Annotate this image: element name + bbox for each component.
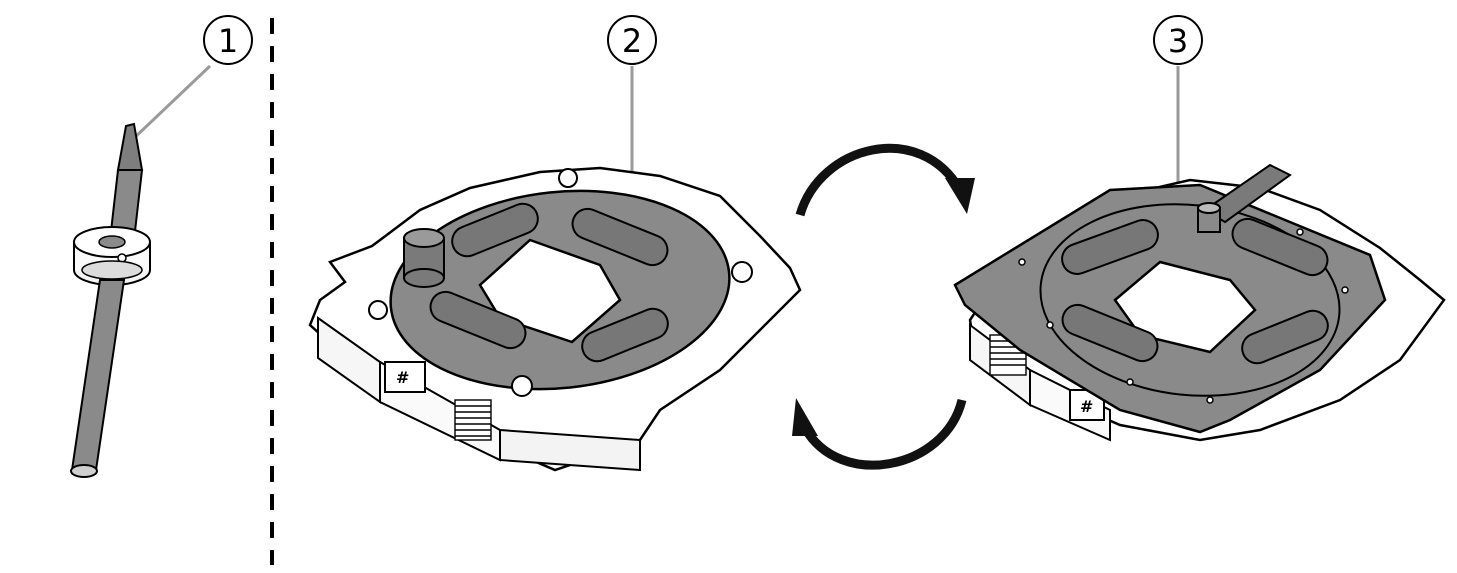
square-window-right [1113, 260, 1257, 354]
square-window-left [478, 238, 622, 344]
label-box-left [384, 361, 426, 393]
slots-right [1061, 217, 1329, 365]
tool-shaft-end [70, 464, 98, 478]
plate-holes-right [1018, 228, 1349, 404]
holder-mark-left: # [396, 368, 409, 387]
holder-adapter-left: 2 # [308, 15, 802, 472]
tool-figure: 1 [70, 15, 253, 478]
tool-collar-hole [98, 235, 126, 249]
tool-tip [116, 122, 144, 171]
callout-number-1: 1 [218, 22, 238, 60]
holder-adapter-right: 3 # [953, 15, 1446, 442]
holder-mark-right: # [1080, 397, 1093, 416]
rotate-arrow-top-head [945, 178, 975, 214]
vent-grill-right [989, 334, 1027, 376]
leader-line-1 [130, 64, 212, 142]
callout-circle-3 [1153, 15, 1203, 65]
callout-circle-1 [203, 15, 253, 65]
rotate-arrow-bottom [801, 398, 967, 470]
screws-left [368, 168, 753, 397]
callout-number-2: 2 [622, 22, 642, 60]
slots-left [429, 202, 669, 363]
callout-number-3: 3 [1168, 22, 1188, 60]
vent-grill-left [454, 399, 492, 441]
rotate-arrow-top [795, 143, 964, 217]
label-box-right [1069, 389, 1105, 421]
tool-lower-shaft [70, 279, 126, 471]
callout-circle-2 [607, 15, 657, 65]
rotate-arrow-bottom-head [792, 398, 818, 436]
